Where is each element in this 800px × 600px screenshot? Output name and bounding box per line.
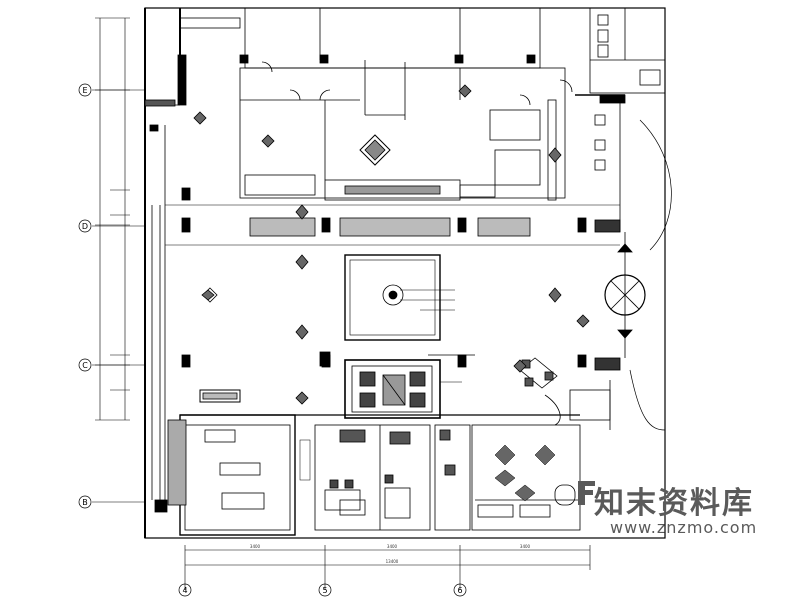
- row-axis-label-d: D: [82, 222, 88, 231]
- grid-bubbles: [78, 83, 467, 597]
- bottom-rooms: [167, 414, 581, 536]
- dimension-total: 13400: [386, 559, 399, 564]
- logo-icon: [578, 481, 595, 505]
- row-axis-label-e: E: [82, 86, 87, 95]
- dimension-segment-3: 3400: [520, 544, 531, 549]
- watermark-text: 知末资料库: [594, 486, 754, 521]
- column-axis-label-5: 5: [322, 586, 327, 595]
- watermark-url: www.znzmo.com: [610, 518, 758, 537]
- row-axis-label-c: C: [82, 361, 88, 370]
- dimension-segment-2: 3400: [387, 544, 398, 549]
- dimension-lines: [92, 17, 591, 590]
- right-service-block: [547, 7, 672, 431]
- row-axis-label-b: B: [82, 498, 88, 507]
- watermark-logo: [575, 478, 599, 508]
- dimension-segment-1: 3400: [250, 544, 261, 549]
- outer-walls: [144, 7, 666, 539]
- column-axis-label-4: 4: [182, 586, 187, 595]
- central-hall: [165, 84, 620, 426]
- column-axis-label-6: 6: [457, 586, 462, 595]
- top-office-block: [179, 7, 573, 201]
